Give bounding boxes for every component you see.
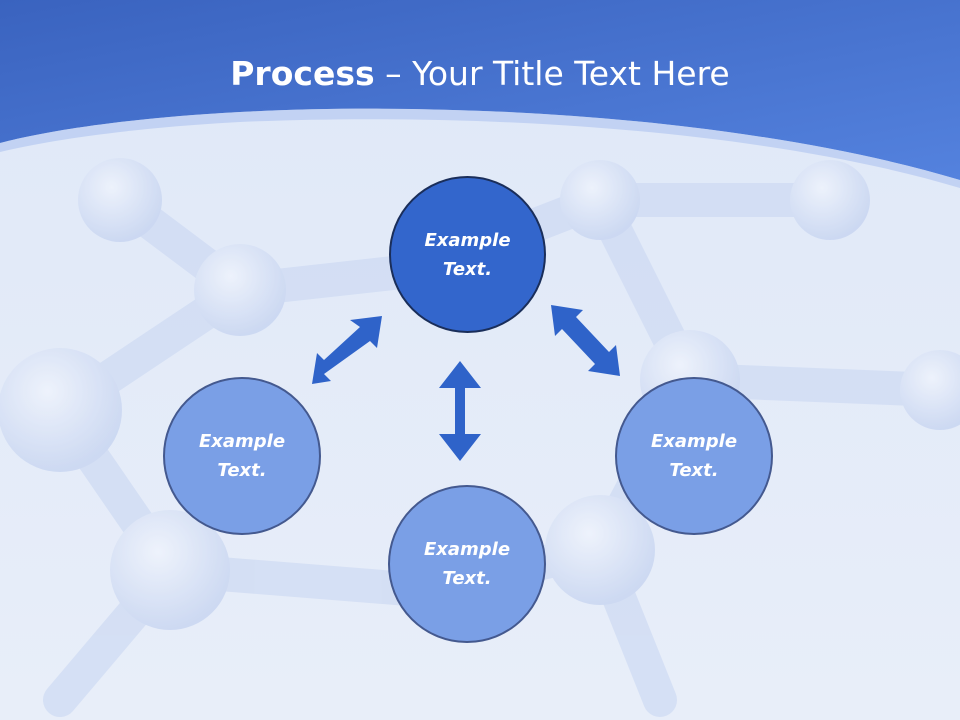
title-rest: – Your Title Text Here <box>374 54 730 93</box>
title-bold: Process <box>230 54 375 93</box>
double-arrow-vertical <box>439 361 481 461</box>
process-node-left: Example Text. <box>163 377 321 535</box>
node-left-label: Example Text. <box>198 431 286 481</box>
node-bottom-label: Example Text. <box>423 539 511 589</box>
process-node-top: Example Text. <box>389 176 546 333</box>
page-title: Process – Your Title Text Here <box>0 52 960 96</box>
double-arrow-top-left <box>312 316 382 384</box>
process-node-right: Example Text. <box>615 377 773 535</box>
process-node-bottom: Example Text. <box>388 485 546 643</box>
node-right-label: Example Text. <box>650 431 738 481</box>
double-arrow-top-right <box>551 305 620 376</box>
node-top-label: Example Text. <box>424 229 511 280</box>
